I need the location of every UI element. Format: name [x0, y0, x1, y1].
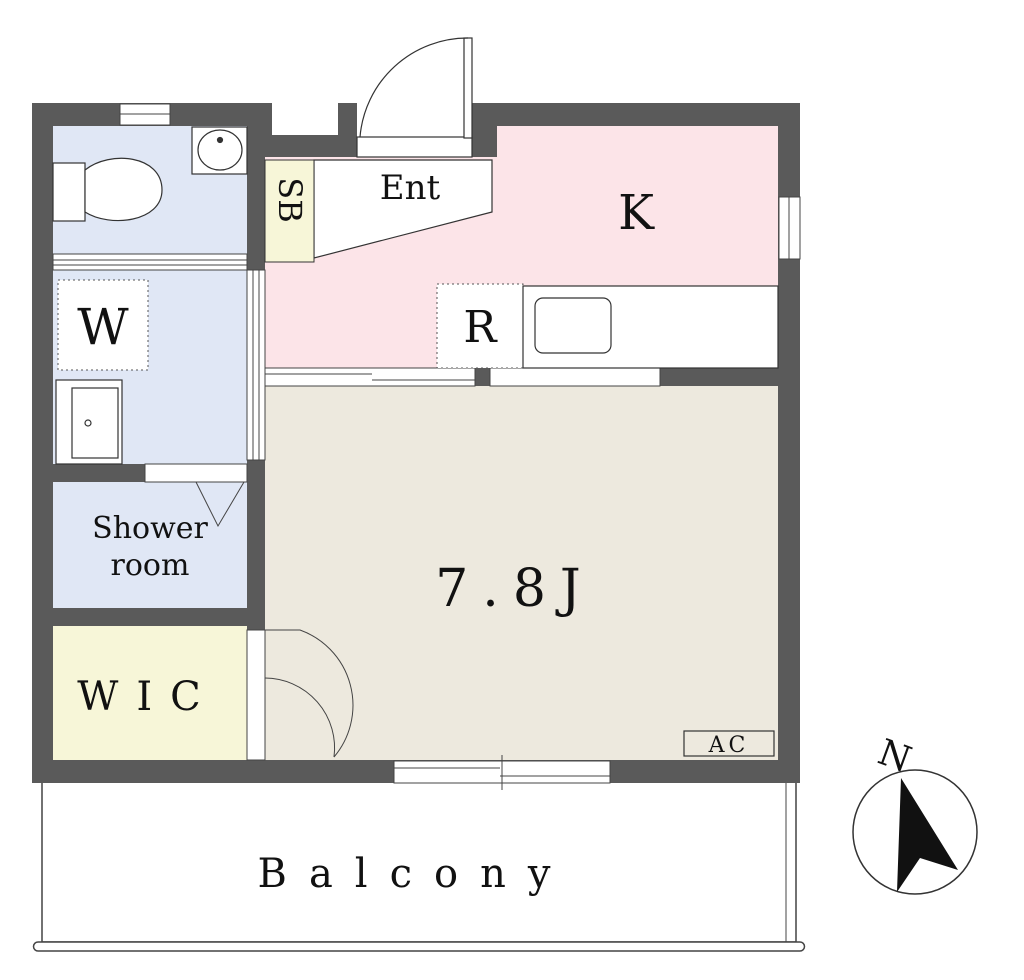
washer-space	[57, 279, 149, 371]
entrance-label: Ent	[380, 168, 441, 208]
vanity-sink	[55, 379, 123, 465]
hand-basin	[191, 126, 248, 175]
north-arrow-icon	[897, 778, 958, 892]
compass	[852, 769, 978, 895]
main-room-floor	[265, 386, 778, 760]
interior-doors	[52, 253, 661, 761]
shower-room-label-line2: room	[111, 548, 190, 583]
shower-room-floor	[53, 482, 247, 608]
shower-room-label-line1: Shower	[92, 511, 208, 546]
balcony-outline	[32, 783, 806, 952]
windows	[119, 103, 801, 790]
main-room-label: 7.8J	[435, 559, 595, 619]
toilet-fixture	[52, 157, 163, 222]
fridge-label: R	[463, 302, 498, 353]
wic-label: WIC	[77, 674, 219, 720]
shoe-box-label: SB	[271, 177, 309, 222]
kitchen-label: K	[618, 185, 655, 241]
balcony-label: Balcony	[258, 851, 573, 897]
ac-label: AC	[708, 733, 750, 758]
entrance-door	[356, 37, 473, 158]
washer-label: W	[77, 298, 129, 356]
room-labels: 7.8J K R Ent SB W Shower room WIC AC Bal…	[77, 168, 916, 897]
air-conditioner	[683, 730, 775, 757]
fridge-space	[436, 283, 524, 369]
room-floors	[53, 126, 778, 760]
shoe-box	[264, 159, 315, 263]
kitchen-counter	[522, 285, 779, 369]
wic-floor	[53, 626, 247, 760]
